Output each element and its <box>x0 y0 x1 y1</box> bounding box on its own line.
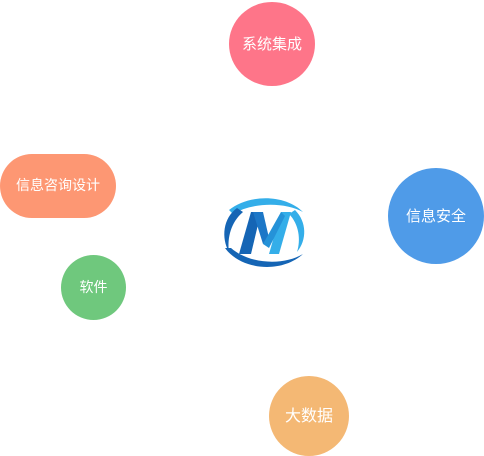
software-bubble[interactable]: 软件 <box>61 255 126 320</box>
logo-bottom-arc <box>225 248 303 267</box>
system-integration-bubble[interactable]: 系统集成 <box>229 2 315 86</box>
logo-m-middle-stroke <box>253 212 269 244</box>
logo-right-curve <box>289 210 305 252</box>
info-security-bubble[interactable]: 信息安全 <box>388 168 484 264</box>
info-consulting-design-label: 信息咨询设计 <box>16 178 100 194</box>
software-label: 软件 <box>79 279 108 296</box>
logo-m-left-stroke <box>239 212 261 254</box>
info-security-label: 信息安全 <box>405 206 466 225</box>
big-data-label: 大数据 <box>284 406 333 425</box>
logo-top-arc <box>229 198 303 214</box>
big-data-bubble[interactable]: 大数据 <box>269 376 349 456</box>
logo-m-right-stroke <box>269 212 291 254</box>
logo-m-middle-join <box>263 212 285 248</box>
info-consulting-design-bubble[interactable]: 信息咨询设计 <box>0 154 116 218</box>
logo-left-curve <box>224 208 243 252</box>
company-logo-icon <box>224 198 305 267</box>
system-integration-label: 系统集成 <box>241 34 302 53</box>
